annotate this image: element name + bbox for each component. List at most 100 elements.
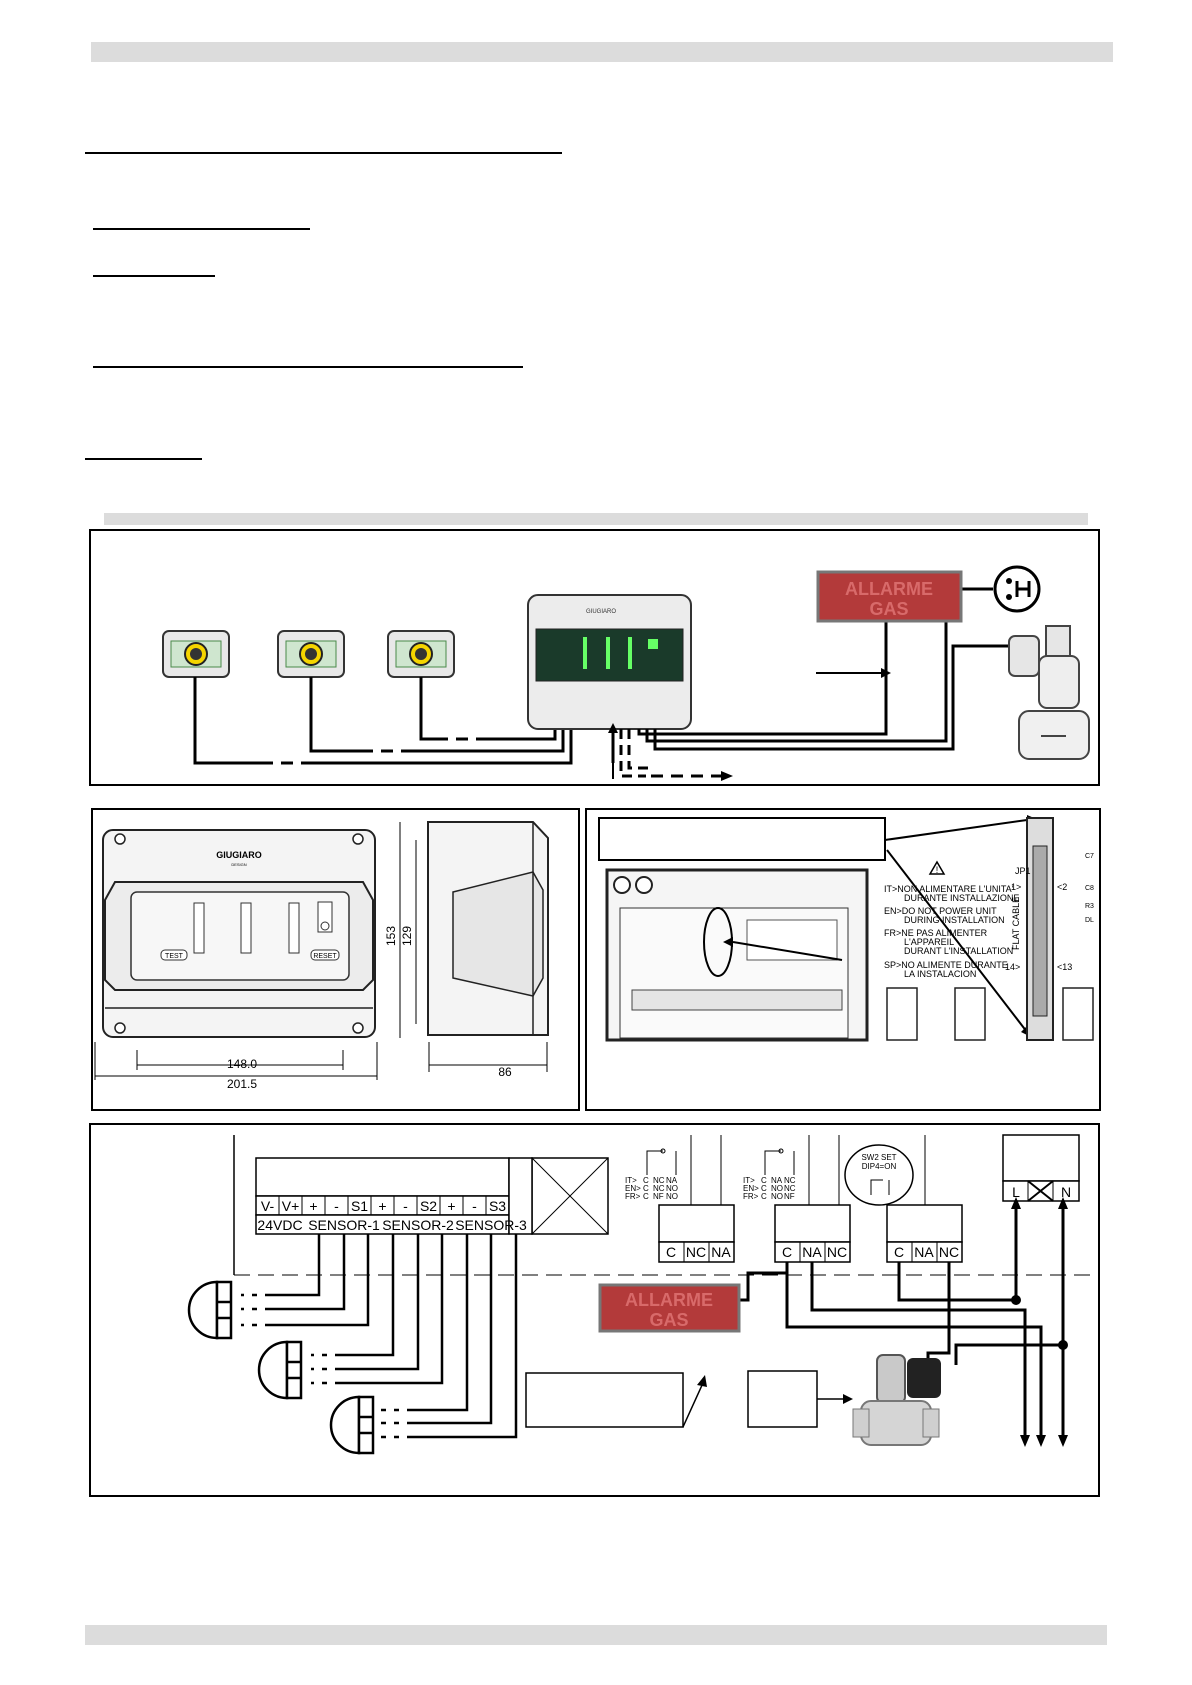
warning-icon: ! bbox=[928, 860, 946, 875]
svg-text:C: C bbox=[894, 1244, 904, 1260]
svg-text:C: C bbox=[761, 1184, 767, 1193]
svg-text:NC: NC bbox=[653, 1184, 665, 1193]
svg-text:NF: NF bbox=[784, 1192, 795, 1201]
side-view bbox=[427, 821, 549, 1036]
svg-text:NC: NC bbox=[784, 1184, 796, 1193]
svg-text:IT>: IT> bbox=[743, 1176, 755, 1185]
svg-text:DL: DL bbox=[1085, 917, 1094, 924]
terminal-label: - bbox=[403, 1198, 408, 1214]
svg-text:C8: C8 bbox=[1085, 885, 1094, 892]
svg-text:<13: <13 bbox=[1057, 962, 1072, 972]
svg-text:IT>NON ALIMENTARE L'UNITA': IT>NON ALIMENTARE L'UNITA' bbox=[884, 884, 1014, 894]
terminal-label: + bbox=[447, 1198, 455, 1214]
heading-rule-2 bbox=[93, 228, 310, 230]
sensor-wiring-lines bbox=[241, 1234, 518, 1439]
svg-text:GIUGIARO: GIUGIARO bbox=[216, 850, 262, 860]
height-outer-label: 153 bbox=[384, 926, 398, 946]
relay-1-block: C NC NA bbox=[658, 1204, 735, 1263]
terminal-label: V- bbox=[261, 1198, 275, 1214]
svg-text:L'APPAREIL: L'APPAREIL bbox=[904, 937, 954, 947]
svg-text:FR>NE PAS ALIMENTER: FR>NE PAS ALIMENTER bbox=[884, 928, 988, 938]
gas-sensor-2 bbox=[277, 630, 345, 678]
svg-text:NA: NA bbox=[802, 1244, 822, 1260]
svg-text:EN>: EN> bbox=[625, 1184, 641, 1193]
callout-arrows bbox=[732, 819, 1028, 1033]
sensor-3-symbol bbox=[329, 1395, 361, 1455]
terminal-labels: V-V++-S1+-S2+-S3 bbox=[261, 1196, 506, 1215]
solenoid-valve-photo bbox=[852, 1354, 941, 1446]
relay-contacts bbox=[646, 1135, 926, 1205]
svg-text:NA: NA bbox=[771, 1176, 783, 1185]
svg-text:DURING INSTALLATION: DURING INSTALLATION bbox=[904, 915, 1005, 925]
power-plug-icon bbox=[993, 565, 1041, 613]
terminal-label: S3 bbox=[489, 1198, 506, 1214]
sw2-setting: SW2 SET DIP4=ON bbox=[844, 1144, 914, 1206]
svg-text:C: C bbox=[643, 1176, 649, 1185]
svg-text:NA: NA bbox=[914, 1244, 934, 1260]
svg-text:C: C bbox=[761, 1176, 767, 1185]
wiring-diagram-panel: V-V++-S1+-S2+-S3 24VDC SENSOR-1 SENSOR-2… bbox=[89, 1123, 1100, 1497]
sensor-1-symbol bbox=[187, 1280, 219, 1340]
svg-text:!: ! bbox=[936, 865, 939, 875]
svg-text:N: N bbox=[1061, 1184, 1071, 1200]
terminal-label: S2 bbox=[420, 1198, 437, 1214]
terminal-label: + bbox=[378, 1198, 386, 1214]
gas-sensor-3 bbox=[387, 630, 455, 678]
front-view: TEST RESET GIUGIARO DESIGN bbox=[102, 829, 376, 1038]
relay-3-block: C NA NC bbox=[886, 1204, 963, 1263]
system-overview-diagram: GIUGIARO ALLARME GAS bbox=[162, 565, 1090, 781]
height-inner-label: 129 bbox=[400, 926, 414, 946]
sensor-2-symbol bbox=[257, 1340, 289, 1400]
svg-text:NA: NA bbox=[711, 1244, 731, 1260]
svg-text:GIUGIARO: GIUGIARO bbox=[586, 609, 616, 615]
svg-text:R3: R3 bbox=[1085, 903, 1094, 910]
sensor3-label: SENSOR-3 bbox=[455, 1217, 527, 1233]
relay-legend: IT> EN> FR> C C C NC NC NF NA NO NO IT> … bbox=[625, 1176, 796, 1201]
svg-text:NF: NF bbox=[653, 1192, 664, 1201]
svg-text:FR>: FR> bbox=[625, 1192, 641, 1201]
controller-board bbox=[605, 868, 869, 1042]
svg-text:DESIGN: DESIGN bbox=[231, 862, 246, 867]
svg-text:NC: NC bbox=[653, 1176, 665, 1185]
width-inner-label: 148.0 bbox=[227, 1057, 257, 1071]
heading-rule-1 bbox=[85, 152, 562, 154]
gas-sensor-1 bbox=[162, 630, 230, 678]
system-overview-panel: GIUGIARO ALLARME GAS bbox=[89, 529, 1100, 786]
board-connection-panel: ! IT>NON ALIMENTARE L'UNITA' DURANTE INS… bbox=[585, 808, 1101, 1111]
heading-rule-4 bbox=[93, 366, 523, 368]
heading-rule-3 bbox=[93, 275, 215, 277]
svg-text:EN>DO NOT POWER UNIT: EN>DO NOT POWER UNIT bbox=[884, 906, 997, 916]
svg-text:DURANTE INSTALLAZIONE: DURANTE INSTALLAZIONE bbox=[904, 893, 1019, 903]
svg-text:GAS: GAS bbox=[869, 599, 908, 619]
relay-2-block: C NA NC bbox=[774, 1204, 851, 1263]
terminal-label: S1 bbox=[351, 1198, 368, 1214]
mains-terminal-block: L N bbox=[1002, 1134, 1080, 1202]
svg-text:NA: NA bbox=[666, 1176, 678, 1185]
flat-cable-connector: FLAT CABLE JP1 1> <2 14> <13 C7 C8 R3 DL bbox=[1005, 817, 1094, 1041]
svg-text:NO: NO bbox=[771, 1184, 783, 1193]
svg-text:DURANT L'INSTALLATION: DURANT L'INSTALLATION bbox=[904, 946, 1013, 956]
svg-text:SP>NO ALIMENTE DURANTE: SP>NO ALIMENTE DURANTE bbox=[884, 960, 1008, 970]
terminal-label: V+ bbox=[282, 1198, 300, 1214]
width-outer-label: 201.5 bbox=[227, 1077, 257, 1091]
svg-text:IT>: IT> bbox=[625, 1176, 637, 1185]
board-connection-diagram: ! IT>NON ALIMENTARE L'UNITA' DURANTE INS… bbox=[598, 815, 1094, 1042]
svg-text:DIP4=ON: DIP4=ON bbox=[862, 1162, 897, 1171]
svg-text:SW2 SET: SW2 SET bbox=[861, 1153, 896, 1162]
svg-text:TEST: TEST bbox=[165, 953, 184, 960]
gas-alarm-sign-2: ALLARME GAS bbox=[598, 1283, 741, 1333]
svg-text:C: C bbox=[761, 1192, 767, 1201]
svg-text:LA INSTALACION: LA INSTALACION bbox=[904, 969, 976, 979]
svg-text:C: C bbox=[782, 1244, 792, 1260]
terminal-label: - bbox=[472, 1198, 477, 1214]
svg-text:ALLARME: ALLARME bbox=[845, 579, 933, 599]
svg-text:C: C bbox=[666, 1244, 676, 1260]
terminal-label: + bbox=[309, 1198, 317, 1214]
alarm-callout-box bbox=[525, 1372, 684, 1428]
svg-text:1>: 1> bbox=[1011, 882, 1021, 892]
section-bar bbox=[104, 513, 1088, 525]
svg-text:NC: NC bbox=[939, 1244, 959, 1260]
control-unit: GIUGIARO bbox=[527, 594, 692, 730]
svg-text:C: C bbox=[643, 1192, 649, 1201]
wire-breaks bbox=[231, 1292, 409, 1440]
